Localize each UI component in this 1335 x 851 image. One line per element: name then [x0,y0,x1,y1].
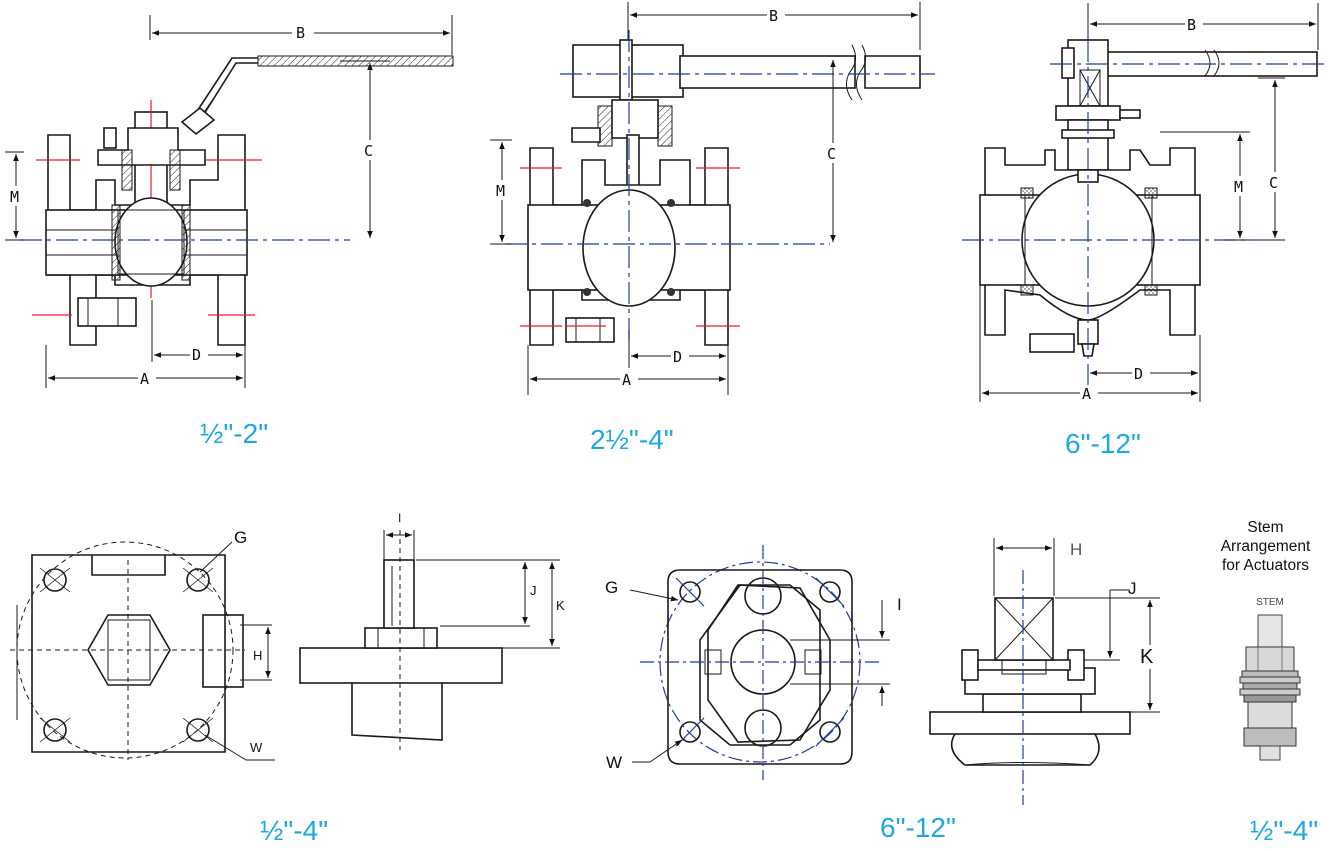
label-w: W [250,740,263,755]
dim-label-d: D [1134,365,1143,383]
dim-label-c: C [1269,174,1278,192]
dim-label-a: A [140,370,149,388]
label-h: H [1070,540,1082,559]
dim-label-m: M [496,182,505,200]
caption-valve-medium: 2½"-4" [590,424,674,455]
caption-valve-large: 6"-12" [1065,428,1141,459]
stem-label: STEM [1256,597,1284,608]
valve-large-view: B C M D A [962,3,1325,403]
dim-label-m: M [1234,178,1243,196]
label-h: H [253,648,262,663]
stem-note-line1: Stem [1247,519,1284,536]
dim-label-b: B [769,7,778,25]
caption-valve-small: ½"-2" [200,418,269,449]
stem-note-line2: Arrangement [1220,538,1311,555]
stem-side-large: H J K [929,538,1162,805]
dim-label-b: B [1187,16,1196,34]
valve-small-view: B C M D A [5,15,454,388]
label-i: I [897,595,902,614]
mount-pad-large-top: I G W [605,545,902,780]
dim-label-c: C [364,142,373,160]
stem-note-line3: for Actuators [1221,557,1309,574]
label-w: W [606,753,622,772]
label-j: J [1128,579,1137,598]
stem-arrangement-note: Stem Arrangement for Actuators [1198,518,1333,575]
label-k: K [1140,646,1154,668]
caption-mount-large: 6"-12" [880,812,956,843]
dim-label-c: C [827,145,836,163]
dim-label-b: B [296,24,305,42]
dim-label-m: M [10,188,19,206]
mount-pad-small-top: G W H [10,528,275,761]
valve-medium-view: B C M D A [490,2,935,395]
stem-side-small: I J K [299,511,565,750]
caption-mount-small: ½"-4" [260,815,329,846]
label-g: G [234,528,247,547]
dim-label-a: A [622,371,631,389]
dim-label-d: D [673,348,682,366]
label-i: I [398,511,401,525]
label-k: K [556,598,565,613]
label-g: G [605,578,618,597]
caption-stem-range: ½"-4" [1250,815,1319,846]
dim-label-a: A [1082,385,1091,403]
dim-label-d: D [192,346,201,364]
label-j: J [530,583,537,598]
stem-arrangement-figure [1239,614,1301,761]
